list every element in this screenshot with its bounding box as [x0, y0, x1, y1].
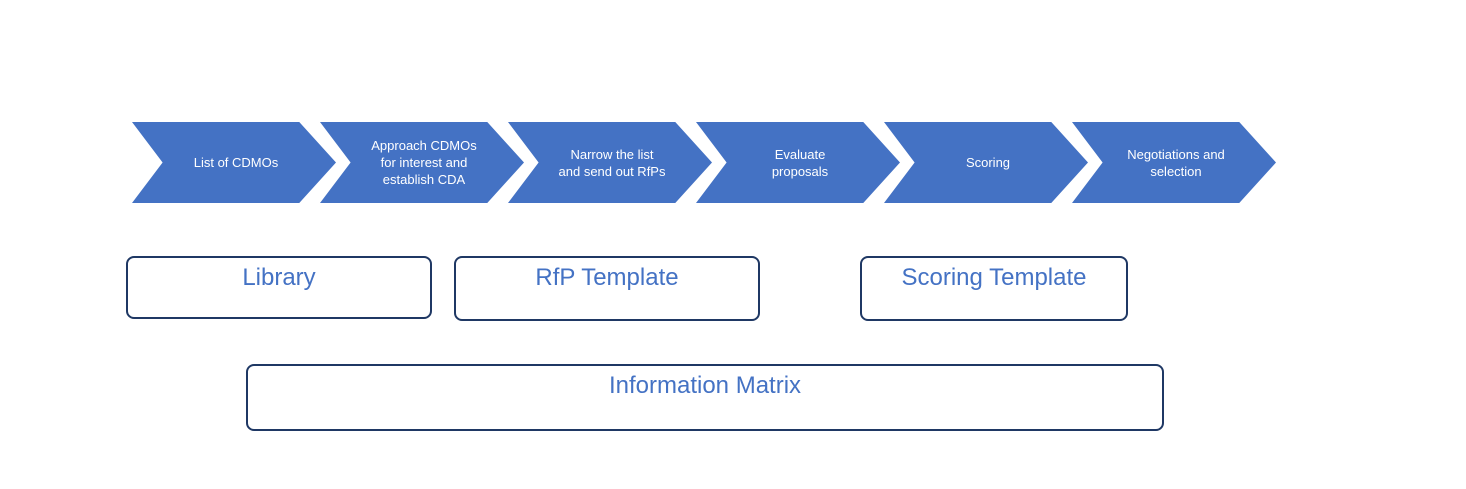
- information-matrix-label: Information Matrix: [608, 372, 802, 399]
- step-narrow-list: Narrow the list and send out RfPs: [508, 122, 712, 203]
- step-label: Negotiations and selection: [1127, 146, 1225, 179]
- scoring-template-box: Scoring Template: [860, 256, 1128, 321]
- step-list-of-cdmos: List of CDMOs: [132, 122, 336, 203]
- library-label: Library: [242, 264, 316, 291]
- information-matrix-box: Information Matrix: [246, 364, 1164, 431]
- scoring-template-label: Scoring Template: [901, 264, 1087, 291]
- rfp-template-box: RfP Template: [454, 256, 760, 321]
- step-label: Evaluate proposals: [771, 146, 829, 179]
- step-approach-cdmos: Approach CDMOs for interest and establis…: [320, 122, 524, 203]
- rfp-template-label: RfP Template: [535, 264, 679, 291]
- step-label: Approach CDMOs for interest and establis…: [371, 138, 477, 187]
- step-label: List of CDMOs: [193, 155, 279, 170]
- step-evaluate-proposals: Evaluate proposals: [696, 122, 900, 203]
- step-scoring: Scoring: [884, 122, 1088, 203]
- step-label: Scoring: [965, 155, 1011, 170]
- step-label: Narrow the list and send out RfPs: [558, 146, 666, 179]
- library-box: Library: [126, 256, 432, 319]
- step-negotiations-selection: Negotiations and selection: [1072, 122, 1276, 203]
